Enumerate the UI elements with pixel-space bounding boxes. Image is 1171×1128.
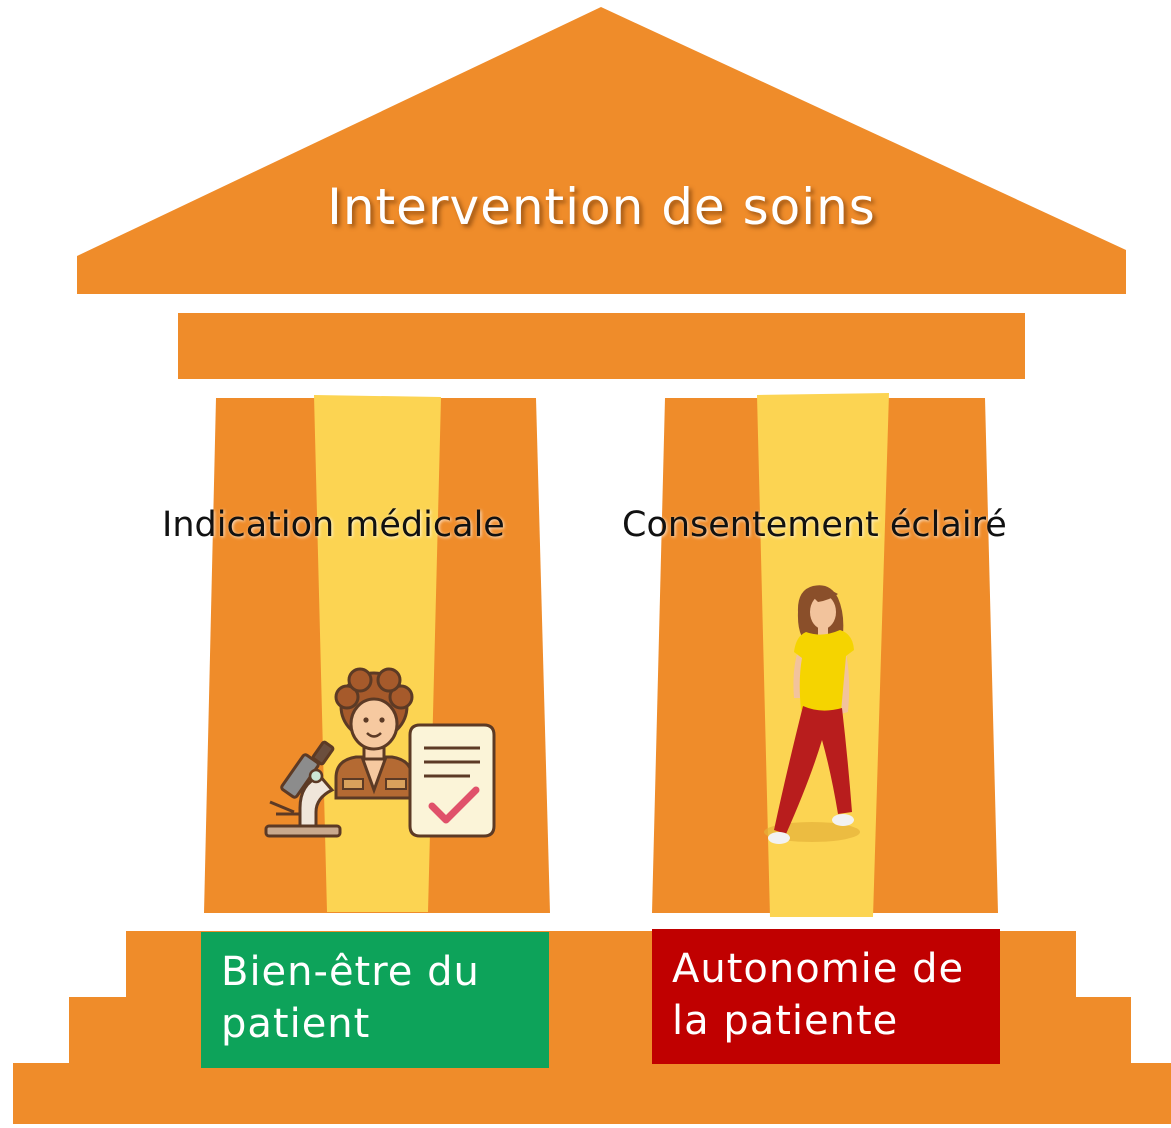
foundation-label-line: Autonomie de (672, 946, 965, 992)
diagram-title: Intervention de soins (327, 178, 876, 236)
walking-woman-icon (764, 585, 860, 844)
temple-step-bottom (13, 1063, 1171, 1124)
foundation-label-line: Bien-être du (221, 949, 480, 995)
foundation-box-right (652, 929, 1000, 1064)
pillar-label-indication: Indication médicale (162, 505, 505, 545)
foundation-label-bien-etre: Bien-être du patient (201, 932, 549, 1068)
doctor-microscope-checklist-icon (264, 667, 496, 838)
foundation-label-autonomie: Autonomie de la patiente (652, 929, 1000, 1064)
foundation-label-line: la patiente (672, 998, 899, 1044)
foundation-box-left (201, 932, 549, 1068)
temple-roof (77, 7, 1126, 294)
foundation-label-line: patient (221, 1001, 371, 1047)
temple-entablature (178, 313, 1025, 379)
pillar-label-consentement: Consentement éclairé (622, 505, 1007, 545)
